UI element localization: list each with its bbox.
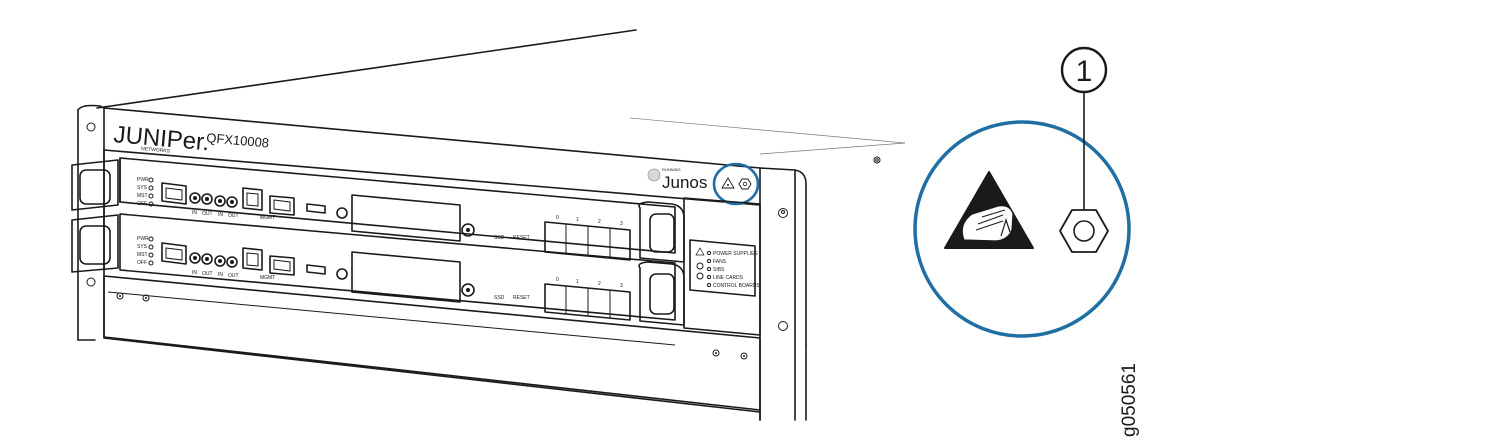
re-upper-console-port — [161, 182, 187, 205]
re-upper-handle-right — [638, 201, 685, 263]
status-label-power: POWER SUPPLIES — [713, 251, 758, 257]
model-label: QFX10008 — [206, 130, 270, 150]
re-upper-sfp-port — [269, 195, 295, 216]
juniper-logo: JUNIPer. NETWORKS QFX10008 — [112, 121, 269, 156]
status-panel: POWER SUPPLIES FANS SIBS LINE CARDS CONT… — [683, 197, 761, 336]
re-lower-card-slot — [351, 251, 461, 303]
svg-text:IN: IN — [192, 210, 197, 216]
routing-engine-lower: PWR SYS MST OFF IN OUT IN OUT MGMT — [71, 213, 685, 326]
re-lower-sfp-cage — [544, 283, 631, 321]
status-label-sibs: SIBS — [713, 267, 725, 273]
re-lower-clock-ports: IN OUT IN OUT — [189, 252, 239, 279]
re-lower-usb-port — [306, 264, 326, 275]
re-lower-sfp-port — [269, 255, 295, 276]
re-upper-handle-left — [71, 159, 119, 211]
blank-slot-cover — [103, 275, 761, 413]
svg-text:3: 3 — [620, 221, 623, 227]
svg-text:OUT: OUT — [228, 273, 239, 279]
svg-text:1: 1 — [576, 279, 579, 285]
junos-name-text: Junos — [662, 173, 707, 192]
status-panel-leds: POWER SUPPLIES FANS SIBS LINE CARDS CONT… — [706, 250, 760, 289]
svg-text:0: 0 — [556, 277, 559, 283]
status-label-line-cards: LINE CARDS — [713, 275, 744, 281]
svg-text:2: 2 — [598, 281, 601, 287]
svg-text:RESET: RESET — [513, 295, 530, 301]
svg-text:PWR: PWR — [137, 236, 149, 242]
callout-number: 1 — [1076, 55, 1093, 88]
svg-text:SYS: SYS — [137, 244, 148, 250]
svg-text:2: 2 — [598, 219, 601, 225]
svg-text:1: 1 — [576, 217, 579, 223]
svg-text:PWR: PWR — [137, 177, 149, 183]
svg-text:IN: IN — [192, 270, 197, 276]
svg-text:MST: MST — [137, 252, 148, 258]
status-label-control-boards: CONTROL BOARDS — [713, 283, 760, 289]
re-lower-console-port — [161, 242, 187, 265]
svg-text:MGMT: MGMT — [260, 215, 275, 221]
esd-warning-small-icon — [721, 177, 735, 189]
re-upper-rj45-port — [242, 187, 263, 211]
re-upper-leds: PWR SYS MST OFF — [137, 177, 154, 207]
esd-callout: 1 — [913, 46, 1131, 338]
junos-badge: RUNNING Junos — [647, 167, 707, 192]
figure-id: g050561 — [1119, 363, 1140, 437]
re-upper-usb-port — [306, 203, 326, 214]
svg-text:IN: IN — [218, 212, 223, 218]
svg-text:MST: MST — [137, 193, 148, 199]
esd-grounding-point-icon — [1059, 209, 1109, 253]
left-rack-ear — [77, 104, 105, 341]
callout-number-circle — [1060, 46, 1108, 94]
junos-sunburst-icon — [647, 168, 661, 182]
ground-hex-small-icon — [738, 178, 752, 190]
esd-point-highlight-circle — [712, 162, 760, 206]
svg-text:SSD: SSD — [494, 235, 505, 241]
svg-text:OFF: OFF — [137, 260, 147, 266]
svg-text:OFF: OFF — [137, 201, 147, 207]
re-lower-rj45-port — [242, 247, 263, 271]
right-rack-ear — [759, 167, 807, 421]
logo-subtext: NETWORKS — [141, 146, 171, 155]
svg-text:IN: IN — [218, 272, 223, 278]
svg-text:OUT: OUT — [202, 211, 213, 217]
esd-warning-icon — [944, 171, 1034, 249]
status-label-fans: FANS — [713, 259, 727, 265]
svg-text:0: 0 — [556, 215, 559, 221]
re-upper-clock-ports: IN OUT IN OUT — [189, 192, 239, 219]
svg-text:OUT: OUT — [202, 271, 213, 277]
routing-engine-upper: PWR SYS MST OFF IN OUT IN OUT MGMT — [71, 157, 685, 263]
chassis-esd-point — [712, 162, 760, 206]
re-upper-card-slot — [351, 194, 461, 242]
svg-text:MGMT: MGMT — [260, 275, 275, 281]
svg-text:OUT: OUT — [228, 213, 239, 219]
svg-text:3: 3 — [620, 283, 623, 289]
re-lower-handle-right — [638, 261, 685, 326]
svg-text:RESET: RESET — [513, 235, 530, 241]
re-upper-sfp-cage — [544, 221, 631, 261]
small-triangle-dots — [727, 184, 729, 186]
chassis-outline — [96, 29, 906, 164]
re-lower-leds: PWR SYS MST OFF — [137, 236, 154, 266]
junos-running-text: RUNNING — [662, 167, 681, 172]
re-lower-handle-left — [71, 214, 119, 273]
svg-text:SSD: SSD — [494, 295, 505, 301]
svg-text:SYS: SYS — [137, 185, 148, 191]
